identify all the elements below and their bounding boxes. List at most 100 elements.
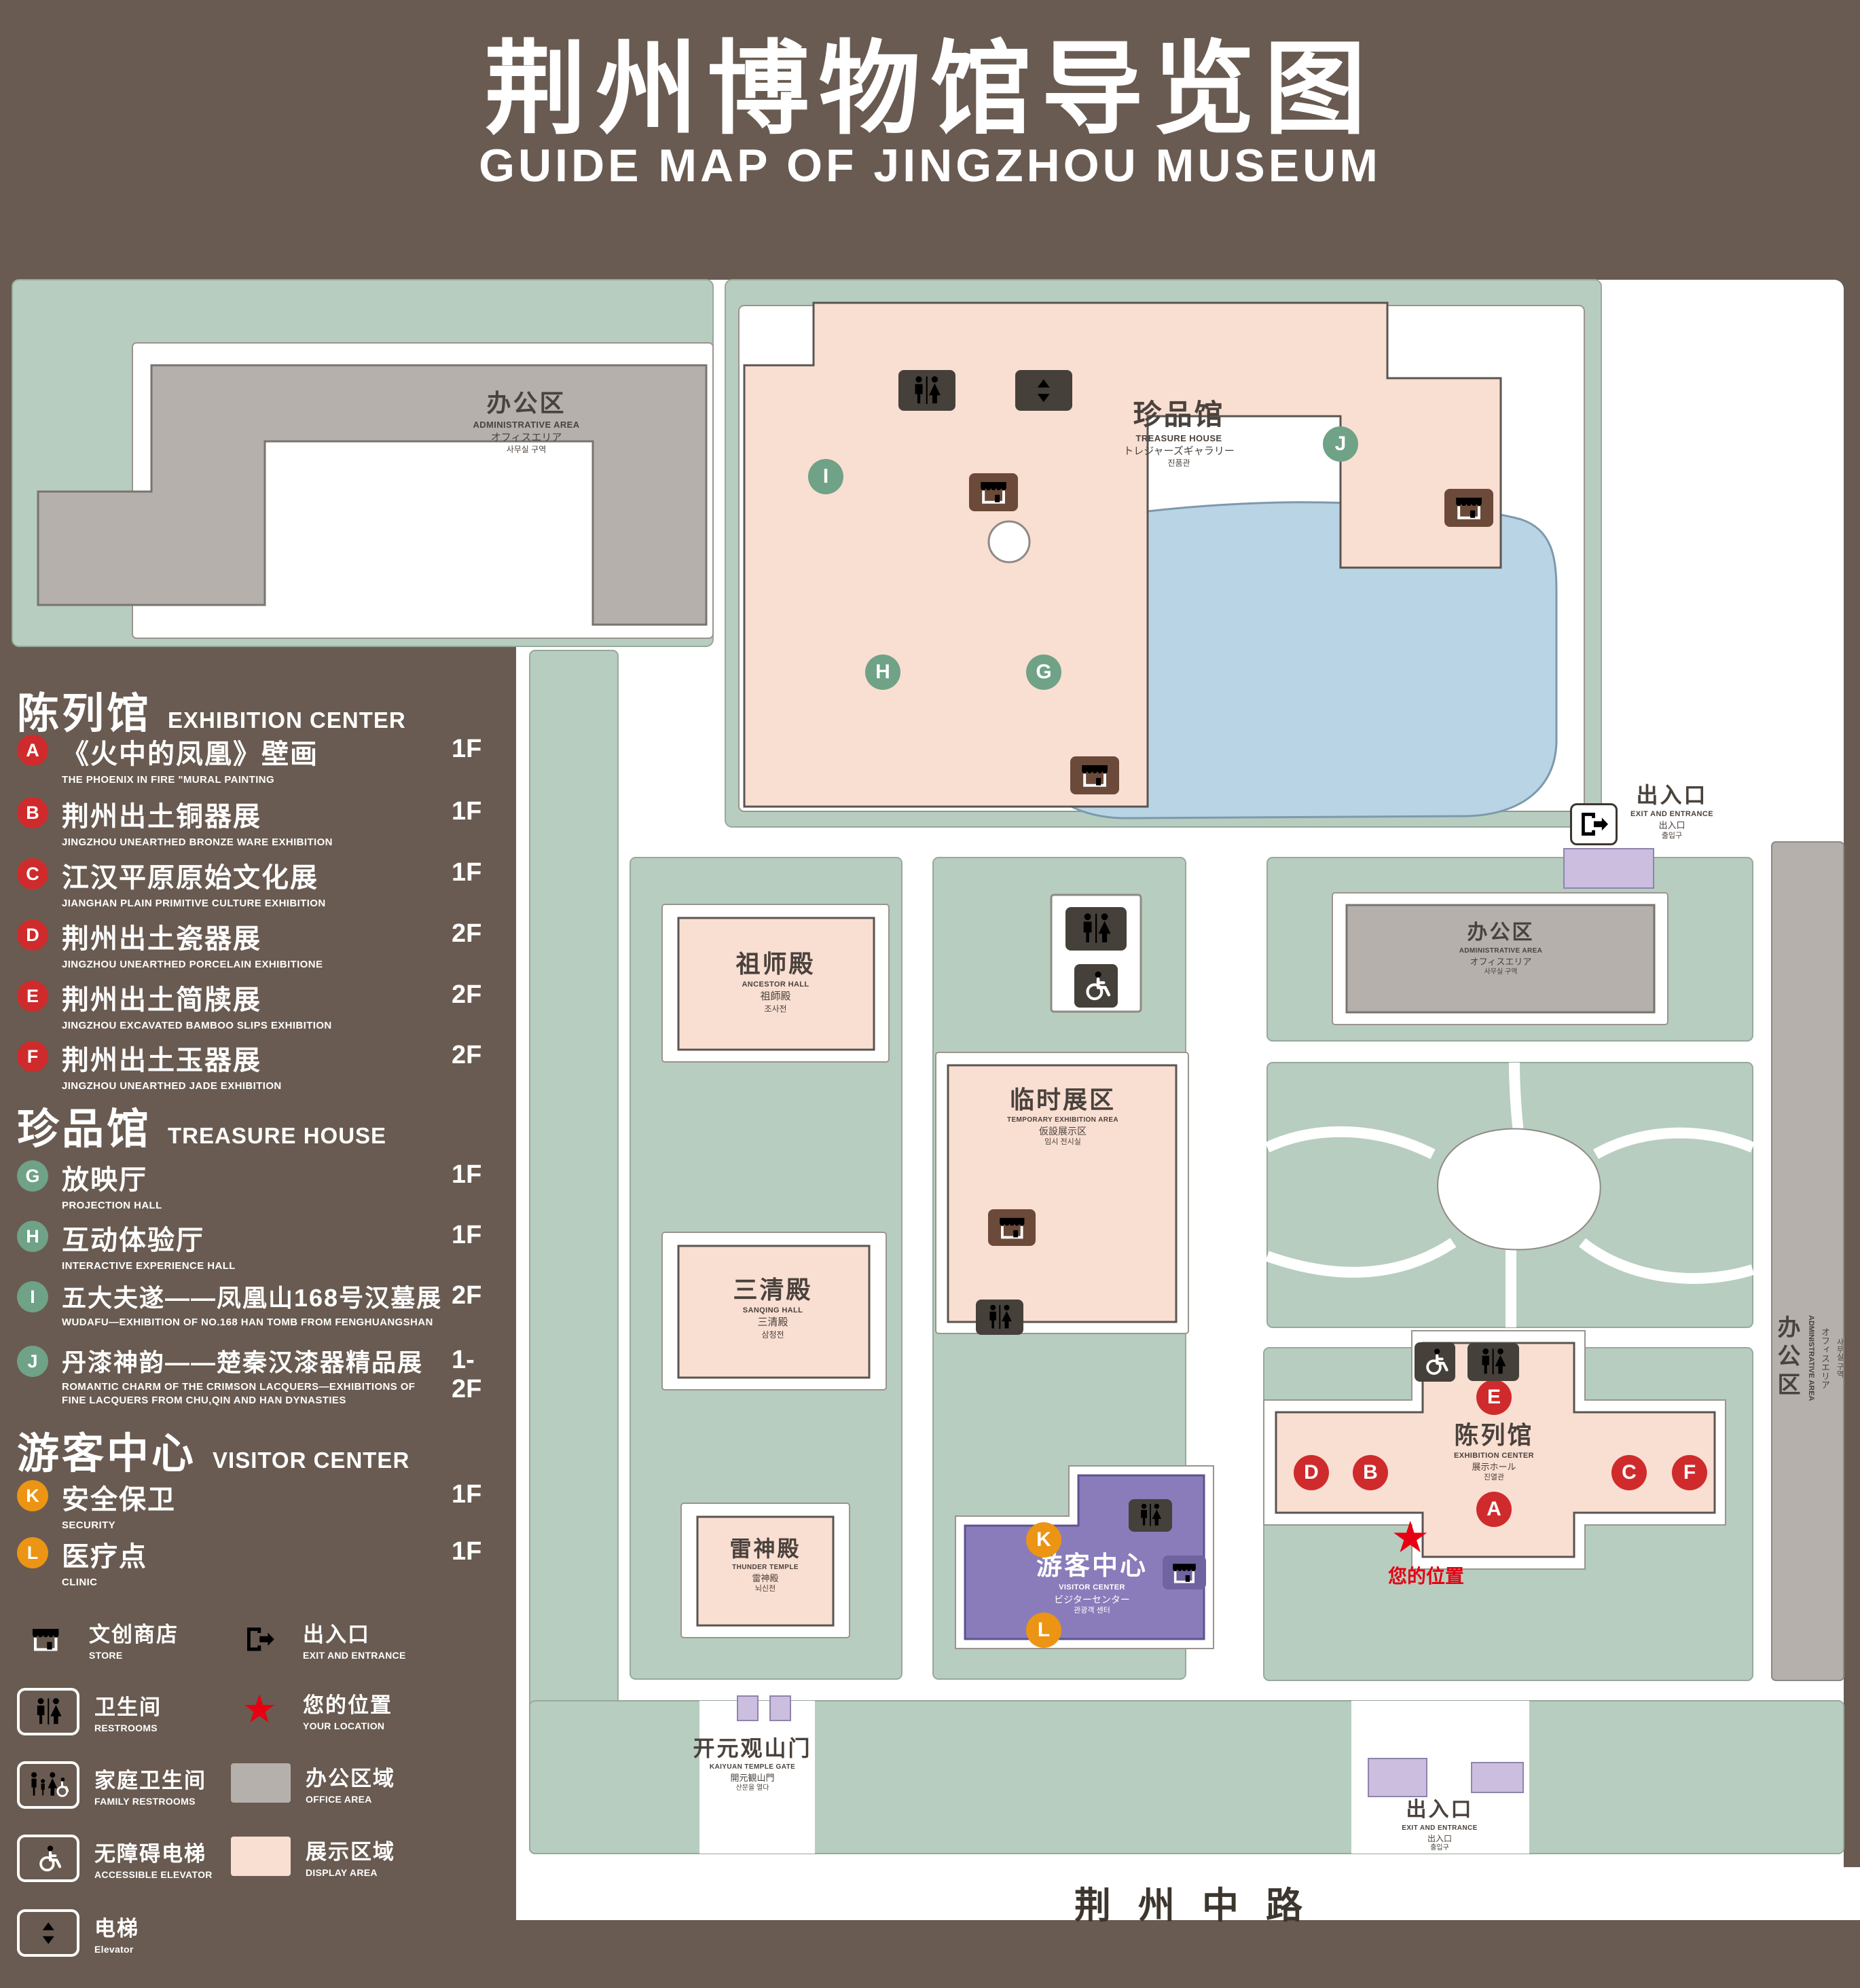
plaza-circle [987,520,1031,564]
heading-en: EXHIBITION CENTER [168,707,406,733]
legend-office-area: 办公区域 OFFICE AREA [231,1761,395,1805]
legend-item-h: H 互动体验厅 INTERACTIVE EXPERIENCE HALL 1F [17,1218,499,1273]
marker-d: D [17,919,48,951]
legend-heading-visitor: 游客中心 VISITOR CENTER [17,1419,409,1480]
label-kr: 뇌신전 [754,1585,776,1594]
legend-item-k: K 安全保卫 SECURITY 1F [17,1477,499,1532]
item-floor: 2F [452,1281,482,1310]
exit-bottom-building [1471,1762,1524,1793]
garden-path [1509,1062,1524,1133]
legend-item-a: A 《火中的凤凰》壁画 THE PHOENIX IN FIRE "MURAL P… [17,732,499,787]
label-admin-tl: 办公区 ADMINISTRATIVE AREA オフィスエリア 사무실 구역 [424,388,628,455]
label-en: SANQING HALL [742,1306,803,1314]
legend-heading-treasure: 珍品馆 TREASURE HOUSE [17,1094,386,1156]
elevator-icon [17,1909,79,1957]
label-jp: 祖師殿 [760,991,791,1003]
garden-pond [1437,1128,1601,1251]
item-floor: 1F [452,1160,482,1189]
label-kr: 산문을 열다 [735,1784,769,1792]
legend-item-i: I 五大夫遂——凤凰山168号汉墓展 WUDAFU—EXHIBITION OF … [17,1278,499,1329]
road [516,1867,1860,1920]
label-zh: 开元观山门 [693,1736,812,1761]
building-admin-tl [37,364,708,626]
item-title: 荆州出土简牍展 [62,985,261,1015]
label-kr: 출입구 [1430,1844,1449,1852]
symbol-en: OFFICE AREA [306,1794,372,1805]
marker-l: L [17,1537,48,1568]
label-kr: 사무실 구역 [1836,1338,1844,1378]
item-caption: JINGZHOU EXCAVATED BAMBOO SLIPS EXHIBITI… [62,1020,332,1031]
restroom-icon [1467,1343,1519,1381]
heading-en: VISITOR CENTER [213,1448,410,1473]
symbol-zh: 您的位置 [303,1693,393,1717]
item-title: 荆州出土玉器展 [62,1046,261,1075]
marker-i: I [17,1281,48,1312]
marker-a: A [17,735,48,766]
item-caption: WUDAFU—EXHIBITION OF NO.168 HAN TOMB FRO… [62,1317,433,1328]
label-en: TREASURE HOUSE [1135,433,1222,444]
display-area-swatch [231,1837,291,1876]
symbol-en: DISPLAY AREA [306,1867,378,1878]
garden-path [1265,1238,1457,1278]
restroom-icon [1129,1499,1172,1532]
legend-your-location: ★ 您的位置 YOUR LOCATION [231,1688,393,1732]
legend-restrooms: 卫生间 RESTROOMS [17,1688,162,1735]
gate-pillar [769,1695,791,1721]
symbol-zh: 家庭卫生间 [94,1769,206,1792]
label-en: EXHIBITION CENTER [1453,1451,1535,1460]
label-zh: 办公区 [1774,1315,1800,1401]
legend-elevator: 电梯 Elevator [17,1909,139,1957]
label-admin-right: 办公区 ADMINISTRATIVE AREA オフィスエリア 사무실 구역 [1774,1215,1844,1501]
label-en: ADMINISTRATIVE AREA [1459,946,1543,955]
label-en: EXIT AND ENTRANCE [1402,1824,1478,1832]
item-caption: CLINIC [62,1577,98,1588]
lawn-west-strip [529,650,619,1854]
exit-icon [1570,803,1618,845]
label-en: VISITOR CENTER [1059,1583,1125,1592]
store-icon [969,473,1018,511]
item-floor: 1F [452,1221,482,1249]
map-marker-h: H [865,655,900,690]
legend-item-e: E 荆州出土简牍展 JINGZHOU EXCAVATED BAMBOO SLIP… [17,978,499,1033]
item-floor: 2F [452,919,482,948]
label-kr: 삼청전 [761,1329,784,1340]
store-icon [1163,1556,1206,1589]
map-marker-b: B [1353,1455,1388,1490]
restroom-icon [898,370,955,411]
item-floor: 2F [452,980,482,1009]
item-caption: JINGZHOU UNEARTHED PORCELAIN EXHIBITIONE [62,959,323,970]
item-title: 五大夫遂——凤凰山168号汉墓展 [62,1284,443,1312]
symbol-zh: 卫生间 [94,1695,162,1719]
label-en: ANCESTOR HALL [742,980,809,989]
label-kaiyuan-gate: 开元观山门 KAIYUAN TEMPLE GATE 開元観山門 산문을 열다 [651,1735,854,1792]
gate-plaza [699,1701,815,1854]
symbol-en: FAMILY RESTROOMS [94,1796,196,1807]
label-zh: 陈列馆 [1454,1421,1534,1449]
label-kr: 진품관 [1167,458,1190,468]
garden-path [1579,1238,1755,1284]
label-jp: オフィスエリア [1820,1327,1830,1389]
map-marker-e: E [1476,1380,1512,1415]
building-temporary-exhibition [947,1064,1178,1323]
item-caption: INTERACTIVE EXPERIENCE HALL [62,1260,236,1272]
marker-g: G [17,1160,48,1192]
label-en: EXIT AND ENTRANCE [1630,810,1713,819]
label-jp: オフィスエリア [1470,956,1532,967]
label-zh: 出入口 [1406,1799,1474,1821]
symbol-zh: 文创商店 [89,1623,179,1646]
label-zh: 珍品馆 [1133,399,1225,430]
symbol-en: Elevator [94,1944,134,1955]
building-admin-mid [1345,904,1656,1014]
map-marker-f: F [1672,1455,1707,1490]
legend-item-b: B 荆州出土铜器展 JINGZHOU UNEARTHED BRONZE WARE… [17,794,499,849]
label-jp: 出入口 [1658,820,1685,831]
item-floor: 1F [452,797,482,826]
legend-item-c: C 江汉平原原始文化展 JIANGHAN PLAIN PRIMITIVE CUL… [17,855,499,910]
item-title: 安全保卫 [62,1485,176,1515]
label-en: ADMINISTRATIVE AREA [473,419,580,430]
label-kr: 조사전 [764,1004,787,1014]
label-jp: 展示ホール [1472,1462,1516,1473]
marker-f: F [17,1041,48,1072]
legend-display-area: 展示区域 DISPLAY AREA [231,1835,395,1878]
